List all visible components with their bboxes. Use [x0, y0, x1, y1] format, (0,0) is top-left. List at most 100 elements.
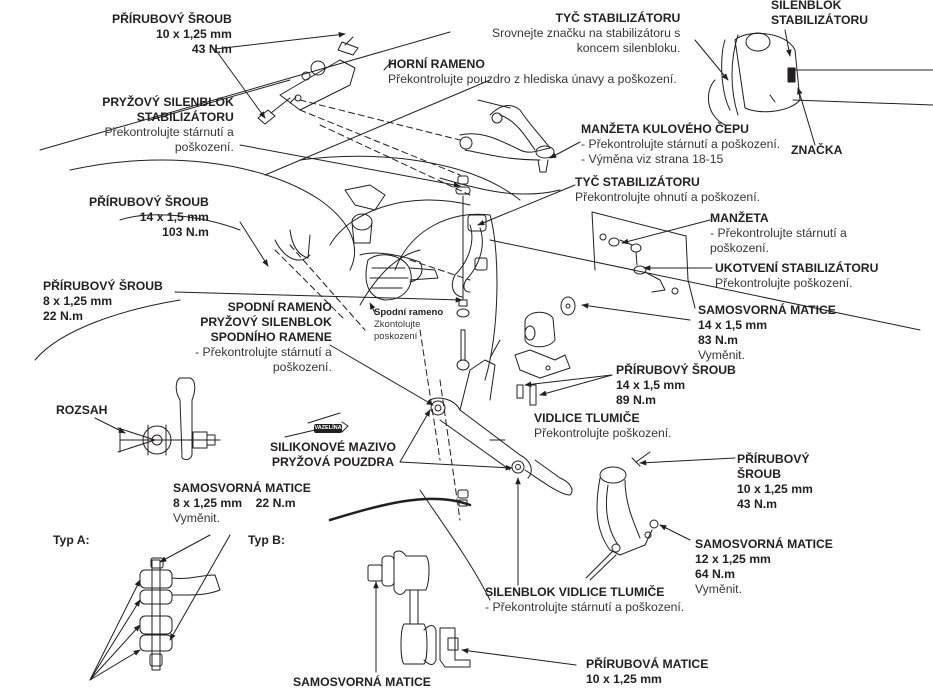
label-title: PRYŽOVÁ POUZDRA — [271, 455, 395, 469]
label-title: VIDLICE TLUMIČE — [534, 411, 640, 425]
label-title: PŘÍRUBOVÁ MATICE — [586, 657, 709, 671]
label-flange-bolt-10-right: PŘÍRUBOVÝ ŠROUB 10 x 1,25 mm 43 N.m — [737, 452, 813, 512]
range-inset — [117, 377, 221, 460]
label-title: PŘÍRUBOVÝ ŠROUB — [616, 363, 736, 377]
label-silicone-grease: SILIKONOVÉ MAZIVO PRYŽOVÁ POUZDRA — [270, 440, 396, 470]
label-title: ŠROUB — [737, 467, 782, 481]
label-self-locking-nut-8: SAMOSVORNÁ MATICE 8 x 1,25 mm 22 N.m Vym… — [173, 481, 311, 526]
stabilizer-link-stack — [455, 175, 471, 507]
label-note: Vyměnit. — [695, 582, 742, 596]
label-note: Překontrolujte poškození. — [534, 426, 672, 440]
label-title: SAMOSVORNÁ MATICE — [293, 675, 431, 689]
label-title: PŘÍRUBOVÝ ŠROUB — [43, 279, 163, 293]
label-ball-joint-boot: MANŽETA KULOVÉHO ČEPU - Překontrolujte s… — [581, 122, 780, 167]
label-title: ROZSAH — [56, 403, 108, 417]
wheel-arc — [328, 497, 472, 522]
label-self-locking-nut-bottom: SAMOSVORNÁ MATICE — [293, 675, 431, 690]
label-title: SILENBLOK — [771, 0, 842, 12]
label-note: poškození. — [272, 360, 332, 374]
label-boot: MANŽETA - Překontrolujte stárnutí a pošk… — [710, 211, 847, 256]
label-title: SPODNÍ RAMENO — [227, 300, 332, 314]
label-spec: 14 x 1,5 mm — [698, 318, 768, 332]
label-stabilizer-bar-mid: TYČ STABILIZÁTORU Překontrolujte ohnutí … — [575, 175, 760, 205]
lower-arm-bushing — [514, 296, 576, 406]
label-note: Srovnejte značku na stabilizátoru s — [492, 26, 681, 40]
label-title: STABILIZÁTORU — [771, 13, 869, 27]
label-title: SAMOSVORNÁ MATICE — [173, 481, 311, 495]
label-title: SAMOSVORNÁ MATICE — [698, 303, 836, 317]
type-b-link — [367, 550, 471, 668]
label-stabilizer-bushing-left: PRYŽOVÝ SILENBLOK STABILIZÁTORU - Překon… — [97, 95, 234, 155]
label-upper-flange-bolt: PŘÍRUBOVÝ ŠROUB 10 x 1,25 mm 43 N.m — [112, 12, 232, 57]
label-title: PRYŽOVÝ SILENBLOK — [200, 315, 332, 329]
label-title: Typ A: — [53, 533, 90, 547]
label-note: Překontrolujte pouzdro z hlediska únavy … — [388, 72, 677, 86]
label-title: MANŽETA — [710, 211, 769, 225]
label-spec: 10 x 1,25 mm — [586, 672, 662, 686]
label-title: PRYŽOVÝ SILENBLOK — [102, 95, 234, 109]
type-a-link — [139, 557, 221, 671]
label-note: - Překontrolujte stárnutí a poškození. — [581, 137, 781, 151]
label-flange-bolt-14-103: PŘÍRUBOVÝ ŠROUB 14 x 1,5 mm 103 N.m — [89, 195, 209, 240]
label-mark: ZNAČKA — [791, 143, 842, 158]
label-stabilizer-anchor: UKOTVENÍ STABILIZÁTORU Překontrolujte po… — [715, 261, 878, 291]
label-torque: 89 N.m — [616, 393, 656, 407]
label-note: - Překontrolujte stárnutí a — [710, 226, 847, 240]
label-title: PŘÍRUBOVÝ ŠROUB — [89, 195, 209, 209]
body-outline — [34, 31, 561, 381]
label-flange-bolt-14-89: PŘÍRUBOVÝ ŠROUB 14 x 1,5 mm 89 N.m — [616, 363, 736, 408]
label-torque: 64 N.m — [695, 567, 735, 581]
stabilizer-bushing-detail — [707, 32, 933, 126]
label-spec: 10 x 1,25 mm — [155, 27, 232, 41]
label-note: - Překontrolujte stárnutí a — [97, 125, 234, 139]
label-lower-arm: SPODNÍ RAMENO PRYŽOVÝ SILENBLOK SPODNÍHO… — [195, 300, 332, 375]
label-title: SAMOSVORNÁ MATICE — [695, 537, 833, 551]
grease-tube — [284, 412, 349, 438]
label-torque: 22 N.m — [255, 496, 296, 510]
label-note: Překontrolujte ohnutí a poškození. — [575, 190, 760, 204]
dashed-guides — [274, 99, 471, 521]
label-damper-fork: VIDLICE TLUMIČE Překontrolujte poškození… — [534, 411, 672, 441]
label-title: SILIKONOVÉ MAZIVO — [270, 440, 396, 454]
label-title: UKOTVENÍ STABILIZÁTORU — [715, 261, 879, 275]
anchor-inset — [591, 211, 696, 309]
label-self-locking-nut-12: SAMOSVORNÁ MATICE 12 x 1,25 mm 64 N.m Vy… — [695, 537, 833, 597]
label-note: Překontrolujte poškození. — [715, 276, 853, 290]
label-note: poskození — [374, 331, 418, 342]
label-range: ROZSAH — [56, 403, 107, 418]
wheel-arc-lower — [419, 489, 491, 601]
label-note: - Překontrolujte stárnutí a — [195, 345, 332, 359]
damper-fork — [585, 451, 659, 581]
upper-bracket — [257, 36, 359, 125]
label-flange-nut: PŘÍRUBOVÁ MATICE 10 x 1,25 mm — [586, 657, 708, 687]
label-note: - Výměna viz strana 18-15 — [581, 152, 724, 166]
label-torque: 83 N.m — [698, 333, 738, 347]
label-title: HORNÍ RAMENO — [388, 57, 485, 71]
label-title: MANŽETA KULOVÉHO ČEPU — [581, 122, 749, 136]
label-torque: 22 N.m — [43, 309, 83, 323]
label-type-b: Typ B: — [248, 533, 285, 548]
label-title: Spodní rameno — [374, 307, 444, 318]
label-spec: 12 x 1,25 mm — [695, 552, 771, 566]
label-stabilizer-bar-top: TYČ STABILIZÁTORU Srovnejte značku na st… — [492, 11, 680, 56]
label-title: PŘÍRUBOVÝ — [737, 452, 810, 466]
label-torque: 43 N.m — [737, 497, 777, 511]
label-spec: 14 x 1,5 mm — [139, 210, 209, 224]
label-flange-bolt-8: PŘÍRUBOVÝ ŠROUB 8 x 1,25 mm 22 N.m — [43, 279, 163, 324]
label-title: SILENBLOK VIDLICE TLUMIČE — [485, 585, 665, 599]
label-note: Vyměnit. — [173, 511, 220, 525]
upper-arm — [459, 99, 555, 173]
label-stabilizer-bushing-right: SILENBLOK STABILIZÁTORU — [771, 0, 868, 28]
label-title: STABILIZÁTORU — [136, 110, 234, 124]
label-note: poškození. — [174, 140, 234, 154]
label-title: TYČ STABILIZÁTORU — [555, 11, 681, 25]
label-spec: 10 x 1,25 mm — [737, 482, 813, 496]
label-type-a: Typ A: — [53, 533, 90, 548]
label-title: PŘÍRUBOVÝ ŠROUB — [112, 12, 232, 26]
cv-joint — [365, 254, 439, 301]
label-title: TYČ STABILIZÁTORU — [575, 175, 700, 189]
label-spec: 14 x 1,5 mm — [616, 378, 686, 392]
label-self-locking-nut-14: SAMOSVORNÁ MATICE 14 x 1,5 mm 83 N.m Vym… — [698, 303, 836, 363]
label-note: koncem silenbloku. — [576, 41, 681, 55]
